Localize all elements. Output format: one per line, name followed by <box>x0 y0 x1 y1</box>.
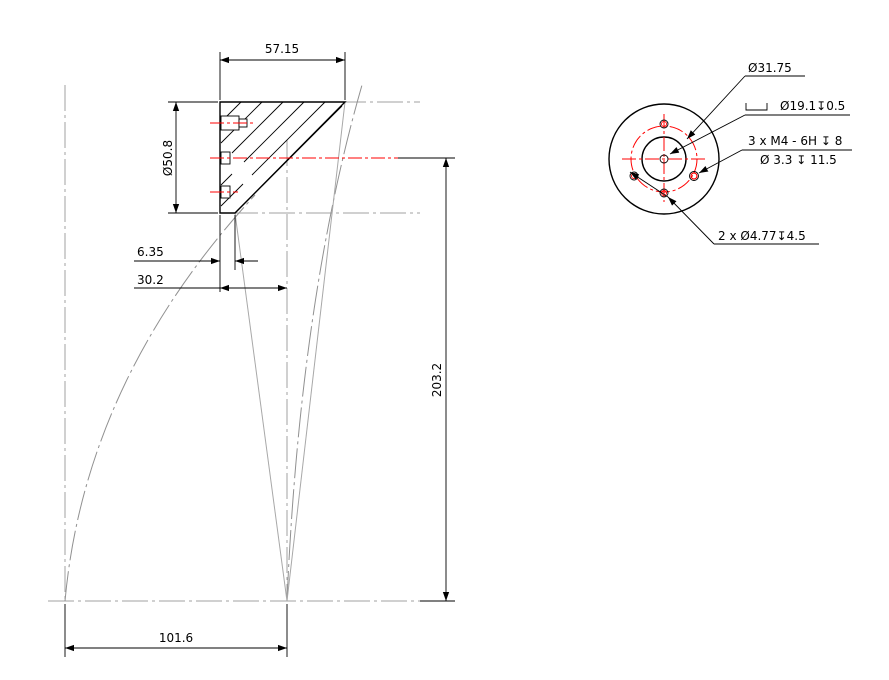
ray-left <box>234 212 288 602</box>
dim-top-width-label: 57.15 <box>265 42 299 56</box>
outer-circle <box>608 103 720 215</box>
outer-diameter-label: Ø31.75 <box>748 61 792 75</box>
ray-right <box>286 101 346 602</box>
callout-pin-holes: 2 x Ø4.77↧4.5 <box>629 171 819 245</box>
dim-diameter: Ø50.8 <box>161 101 218 214</box>
front-view: Ø31.75 Ø19.1↧0.5 3 x M4 - 6H ↧ 8 Ø 3.3 ↧… <box>608 61 852 245</box>
dim-small-offset: 6.35 <box>134 215 258 292</box>
callout-counterbore: Ø19.1↧0.5 <box>669 99 850 155</box>
part-outline <box>219 101 347 214</box>
dim-diameter-label: Ø50.8 <box>161 140 175 176</box>
dim-mid-offset: 30.2 <box>134 273 287 292</box>
hole-features <box>210 115 398 199</box>
drill-label: Ø 3.3 ↧ 11.5 <box>760 153 837 167</box>
right-arc-curve <box>286 84 363 602</box>
large-arc-curve <box>64 194 256 602</box>
dim-base-width-label: 101.6 <box>159 631 193 645</box>
hole-circles <box>629 119 699 198</box>
pin-holes-label: 2 x Ø4.77↧4.5 <box>718 229 806 243</box>
callout-tapped-holes: 3 x M4 - 6H ↧ 8 Ø 3.3 ↧ 11.5 <box>698 134 852 174</box>
dim-base-width: 101.6 <box>64 604 288 657</box>
dim-height-label: 203.2 <box>430 363 444 397</box>
dim-mid-offset-label: 30.2 <box>137 273 164 287</box>
dim-small-offset-label: 6.35 <box>137 245 164 259</box>
section-hatching <box>220 101 343 207</box>
side-view: 57.15 Ø50.8 6.35 30.2 203.2 <box>48 42 455 657</box>
callout-outer-diameter: Ø31.75 <box>686 61 805 140</box>
tapped-holes-label: 3 x M4 - 6H ↧ 8 <box>748 134 842 148</box>
dim-height: 203.2 <box>398 157 455 602</box>
counterbore-label: Ø19.1↧0.5 <box>780 99 845 113</box>
dim-top-width: 57.15 <box>219 42 346 100</box>
